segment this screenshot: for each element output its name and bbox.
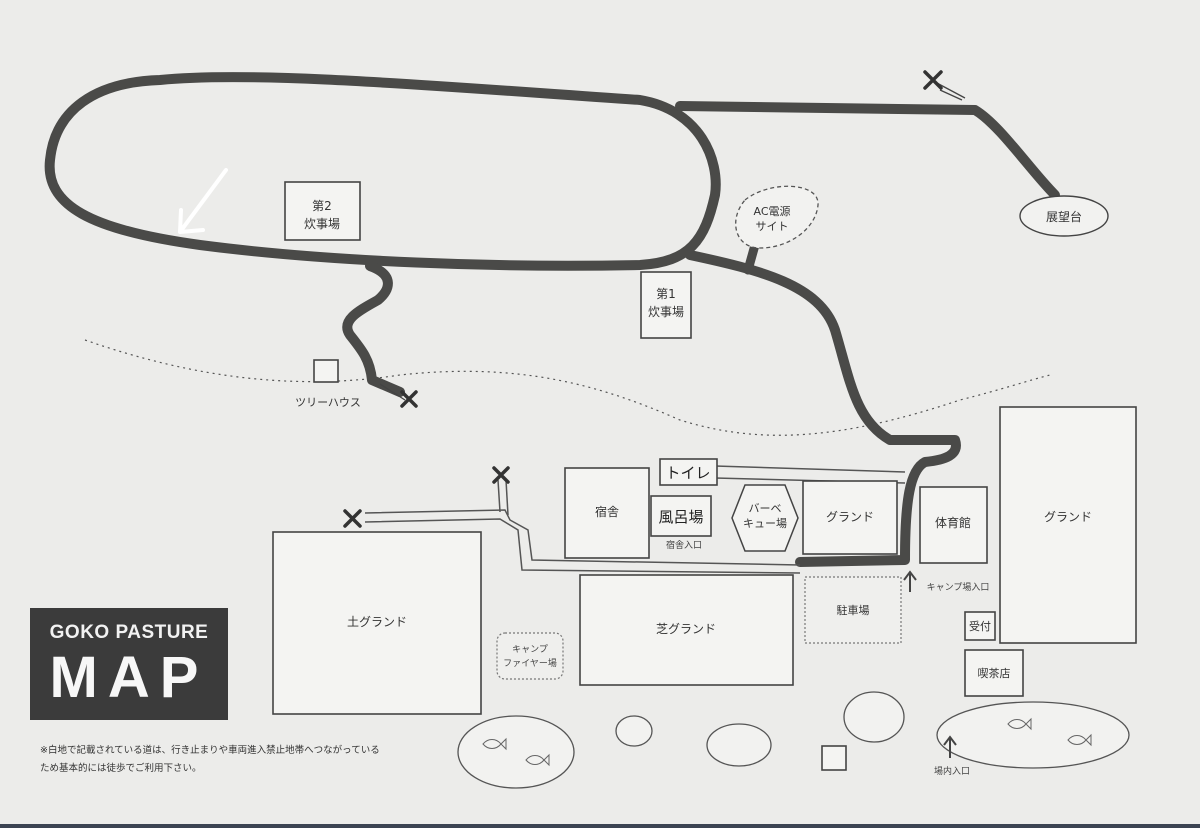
camp-road[interactable] — [685, 250, 961, 567]
camp-entrance-label: キャンプ場入口 — [927, 581, 990, 593]
ponds — [457, 691, 1130, 789]
gym-box[interactable] — [919, 486, 988, 564]
bbq-area[interactable] — [731, 484, 799, 552]
park-entrance-label: 場内入口 — [934, 765, 970, 777]
logo-subtitle: GOKO PASTURE — [49, 622, 209, 643]
ac-site-area[interactable] — [735, 185, 819, 249]
ground-middle-box[interactable] — [802, 480, 898, 555]
observatory-road[interactable] — [675, 101, 1060, 200]
parking-box[interactable] — [804, 576, 902, 644]
lodging-box[interactable] — [564, 467, 650, 559]
dirt-ground-label: 土グランド — [347, 615, 407, 629]
loop-road[interactable] — [44, 72, 721, 271]
kitchen-2-box[interactable] — [284, 181, 361, 241]
dead-end-marks — [343, 70, 943, 528]
kitchen-2-label-1: 第2 — [312, 199, 332, 213]
lodging-label: 宿舎 — [595, 504, 619, 519]
ground-right-label: グランド — [1044, 510, 1092, 524]
grass-ground-label: 芝グランド — [656, 621, 716, 636]
toilet-box[interactable] — [659, 458, 718, 486]
camp-entrance-arrow — [903, 570, 917, 592]
ac-site-label-2: サイト — [756, 220, 789, 233]
lodging-entrance-label: 宿舎入口 — [666, 539, 702, 551]
treehouse-label: ツリーハウス — [295, 396, 361, 409]
treehouse-spur — [379, 383, 406, 401]
white-arrow — [178, 168, 228, 234]
dirt-ground-box[interactable] — [272, 531, 482, 715]
reception-label: 受付 — [969, 620, 991, 633]
cafe-box[interactable] — [964, 649, 1024, 697]
dotted-boundary — [84, 339, 1051, 436]
kitchen-1-label-2: 炊事場 — [648, 305, 684, 319]
observatory-label: 展望台 — [1046, 209, 1082, 224]
treehouse-box[interactable] — [313, 359, 339, 383]
map-logo: GOKO PASTURE MAP — [30, 608, 228, 720]
gym-label: 体育館 — [935, 515, 971, 530]
parking-label: 駐車場 — [837, 603, 870, 617]
campfire-box[interactable] — [496, 632, 564, 680]
campfire-label-2: ファイヤー場 — [503, 657, 557, 669]
bbq-label-2: キュー場 — [743, 517, 787, 530]
kitchen-1-label-1: 第1 — [656, 287, 676, 301]
observatory-shape[interactable] — [1019, 195, 1109, 237]
ac-site-label-1: AC電源 — [753, 204, 790, 218]
bath-box[interactable] — [650, 495, 712, 537]
campfire-label-1: キャンプ — [512, 644, 548, 655]
grass-ground-box[interactable] — [579, 574, 794, 686]
kitchen-2-label-2: 炊事場 — [304, 217, 340, 231]
footnote: ※白地で記載されている道は、行き止まりや車両進入禁止地帯へつながっているため基本… — [40, 745, 380, 774]
ground-middle-label: グランド — [826, 510, 874, 524]
bbq-label-1: バーベ — [749, 502, 782, 515]
reception-box[interactable] — [964, 611, 996, 641]
fish-icons — [482, 717, 1092, 767]
ground-right-box[interactable] — [999, 406, 1137, 644]
cafe-label: 喫茶店 — [978, 666, 1011, 680]
bath-label: 風呂場 — [658, 508, 703, 526]
park-entrance-arrow — [943, 735, 957, 758]
toilet-label: トイレ — [665, 464, 710, 482]
walking-paths — [364, 465, 906, 574]
treehouse-road[interactable] — [342, 261, 405, 397]
small-building — [821, 745, 847, 771]
ac-site-branch — [743, 240, 760, 275]
logo-title: MAP — [49, 645, 209, 710]
kitchen-1-box[interactable] — [640, 271, 692, 339]
